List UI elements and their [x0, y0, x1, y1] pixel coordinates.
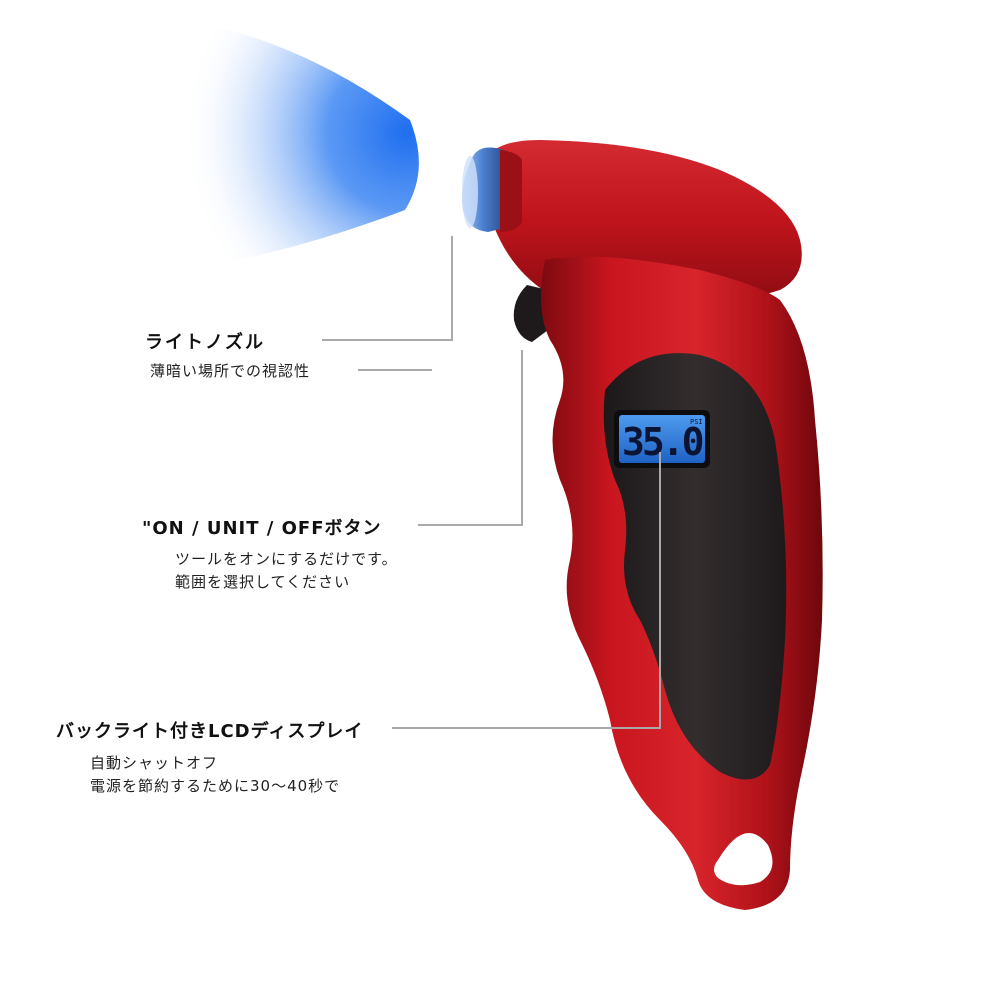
leader-line-button [418, 350, 523, 526]
leader-line-display [392, 452, 661, 729]
display-description-line2: 電源を節約するために30～40秒で [90, 777, 341, 795]
power-button [513, 285, 548, 342]
button-description-line2: 範囲を選択してください [175, 573, 351, 591]
gauge-body: 35.0 PSI [462, 140, 823, 911]
lcd-reading: 35.0 [622, 420, 703, 464]
lcd-unit: PSI [690, 418, 703, 426]
hanging-hole [714, 833, 773, 886]
button-title: "ON / UNIT / OFFボタン [142, 518, 382, 539]
light-nozzle [462, 147, 522, 232]
leader-lines [322, 236, 661, 729]
light-beam-graphic [168, 20, 419, 270]
nozzle-title: ライトノズル [145, 332, 265, 353]
display-description-line1: 自動シャットオフ [90, 754, 219, 772]
display-title: バックライト付きLCDディスプレイ [56, 721, 364, 742]
button-description-line1: ツールをオンにするだけです。 [175, 550, 398, 568]
leader-line-nozzle [322, 236, 453, 341]
lcd-display: 35.0 PSI [614, 410, 710, 468]
nozzle-description: 薄暗い場所での視認性 [150, 362, 311, 380]
